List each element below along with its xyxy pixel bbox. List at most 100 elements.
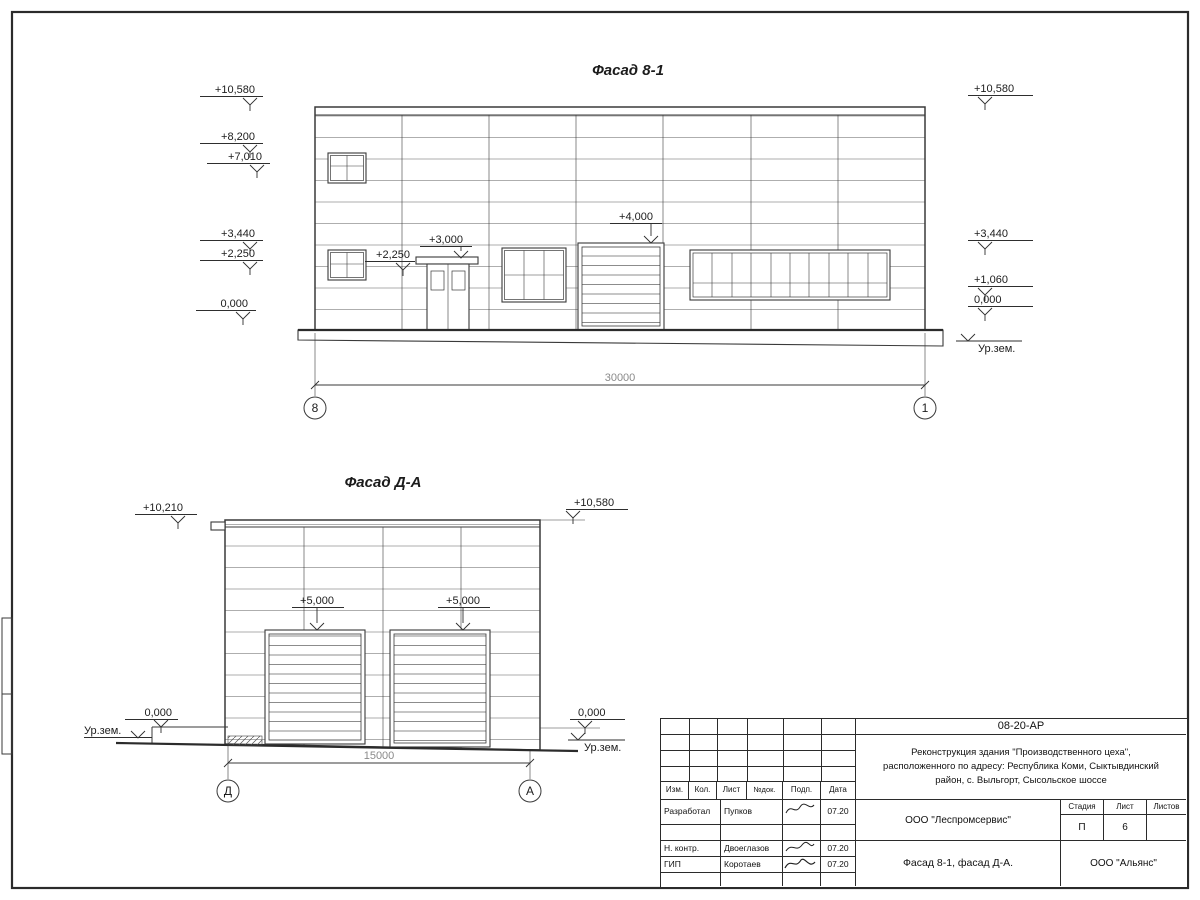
svg-text:+10,580: +10,580 xyxy=(974,83,1014,95)
svg-text:А: А xyxy=(526,784,534,798)
facade2-mark-top-left: +10,210 xyxy=(135,502,197,529)
signature-icon xyxy=(784,858,816,869)
svg-text:+3,440: +3,440 xyxy=(974,228,1008,240)
svg-text:+2,250: +2,250 xyxy=(221,248,255,260)
svg-text:+4,000: +4,000 xyxy=(619,211,653,223)
svg-text:+5,000: +5,000 xyxy=(300,595,334,607)
col-header-list: Лист xyxy=(717,782,747,800)
title-block: Изм. Кол. Лист №док. Подп. Дата Разработ… xyxy=(660,718,1188,888)
facade2-title: Фасад Д-А xyxy=(345,474,422,491)
elevation-mark: +2,250 xyxy=(200,248,263,275)
facade2-zero-left: 0,000 xyxy=(125,707,178,733)
signature-icon xyxy=(785,803,815,814)
col-header-ndok: №док. xyxy=(747,782,783,800)
sheets-header: Листов xyxy=(1147,800,1186,815)
svg-text:0,000: 0,000 xyxy=(144,707,172,719)
svg-text:8: 8 xyxy=(312,401,319,415)
col-header-kol: Кол. xyxy=(689,782,717,800)
signature-icon xyxy=(785,841,815,852)
svg-text:+2,250: +2,250 xyxy=(376,249,410,261)
col-header-podp: Подп. xyxy=(783,782,821,800)
svg-text:+10,580: +10,580 xyxy=(574,497,614,509)
facade2-ground xyxy=(115,726,600,753)
svg-text:+8,200: +8,200 xyxy=(221,131,255,143)
elevation-mark: +7,010 xyxy=(207,151,270,178)
drawing-title: Фасад 8-1, фасад Д-А. xyxy=(856,841,1061,886)
revision-grid xyxy=(661,719,856,782)
elevation-mark: +10,580 xyxy=(968,83,1033,110)
signature-cell xyxy=(783,857,821,873)
signer-role: ГИП xyxy=(661,857,721,873)
stage-header: Стадия xyxy=(1061,800,1104,815)
elevation-mark: 0,000 xyxy=(968,294,1033,321)
org-name: ООО "Леспромсервис" xyxy=(856,800,1061,841)
signer-row-empty xyxy=(721,873,783,886)
signer-name: Двоеглазов xyxy=(721,841,783,857)
ground-level-mark: Ур.зем. xyxy=(956,333,1022,355)
facade1-title: Фасад 8-1 xyxy=(592,62,664,79)
facade1-door-canopy-mark: +3,000 xyxy=(420,234,472,259)
elevation-mark: +10,580 xyxy=(200,84,263,111)
col-header-data: Дата xyxy=(821,782,856,800)
signer-date: 07.20 xyxy=(821,857,856,873)
facade2-ramp-hatch xyxy=(227,735,263,746)
signer-role: Разработал xyxy=(661,800,721,825)
elevation-mark: 0,000 xyxy=(196,298,256,325)
project-line: район, с. Выльгорт, Сысольское шоссе xyxy=(935,774,1107,786)
signer-date: 07.20 xyxy=(821,841,856,857)
svg-text:Ур.зем.: Ур.зем. xyxy=(978,343,1015,355)
elevation-mark: +3,440 xyxy=(968,228,1033,255)
axis-bubble xyxy=(303,396,327,420)
dimension-value: 30000 xyxy=(605,372,636,384)
sheets-value xyxy=(1147,815,1186,841)
svg-text:Ур.зем.: Ур.зем. xyxy=(584,742,621,754)
facade2-mark-top-right: +10,580 xyxy=(540,497,628,524)
sheet-value: 6 xyxy=(1104,815,1147,841)
facade1-window-small-top xyxy=(327,152,367,184)
facade-8-1: Фасад 8-1 xyxy=(196,62,1033,420)
facade2-gate1-mark: +5,000 xyxy=(292,595,344,631)
facade1-window-3x2 xyxy=(501,247,567,303)
svg-text:Ур.зем.: Ур.зем. xyxy=(84,725,121,737)
elevation-mark: +3,440 xyxy=(200,228,263,255)
facade2-zero-right: 0,000 xyxy=(570,707,625,734)
facade1-right-elevation-marks: +10,580 +3,440 +1,060 0,000 xyxy=(956,83,1033,355)
facade2-ground-label-right: Ур.зем. xyxy=(568,732,625,754)
signer-row-empty xyxy=(821,825,856,841)
facade2-ground-label-left: Ур.зем. xyxy=(84,725,152,739)
axis-bubble xyxy=(216,779,240,803)
frame-border xyxy=(10,10,1190,890)
client-org: ООО "Альянс" xyxy=(1090,858,1157,869)
axis-bubble xyxy=(913,396,937,420)
signer-role: Н. контр. xyxy=(661,841,721,857)
svg-text:+3,440: +3,440 xyxy=(221,228,255,240)
facade1-axis-left: 8 xyxy=(303,396,327,420)
dimension-value: 15000 xyxy=(364,750,395,762)
svg-text:+10,580: +10,580 xyxy=(215,84,255,96)
left-stamp-box xyxy=(1,617,13,695)
col-header-izm: Изм. xyxy=(661,782,689,800)
door-canopy xyxy=(415,256,479,265)
facade1-door-side-mark: +2,250 xyxy=(365,249,415,276)
facade1-gate-mark: +4,000 xyxy=(610,211,662,244)
facade1-gate xyxy=(577,242,665,331)
facade1-left-elevation-marks: +10,580 +8,200 +7,010 +3,440 xyxy=(196,84,270,325)
signature-cell xyxy=(783,841,821,857)
signer-row-empty xyxy=(783,873,821,886)
facade2-gate-2 xyxy=(389,629,491,748)
signer-name: Пупков xyxy=(721,800,783,825)
svg-text:Д: Д xyxy=(224,784,232,798)
svg-text:+3,000: +3,000 xyxy=(429,234,463,246)
sheet-header: Лист xyxy=(1104,800,1147,815)
sheet-frame xyxy=(1,10,1190,890)
facade1-entrance-door xyxy=(415,256,479,331)
elevation-mark: +1,060 xyxy=(968,274,1033,301)
facade2-axis-left: Д xyxy=(216,779,240,803)
stage-value: П xyxy=(1061,815,1104,841)
facade1-window-band xyxy=(689,249,891,301)
svg-text:0,000: 0,000 xyxy=(578,707,606,719)
facade1-axis-right: 1 xyxy=(913,396,937,420)
facade2-ledge xyxy=(210,521,226,531)
